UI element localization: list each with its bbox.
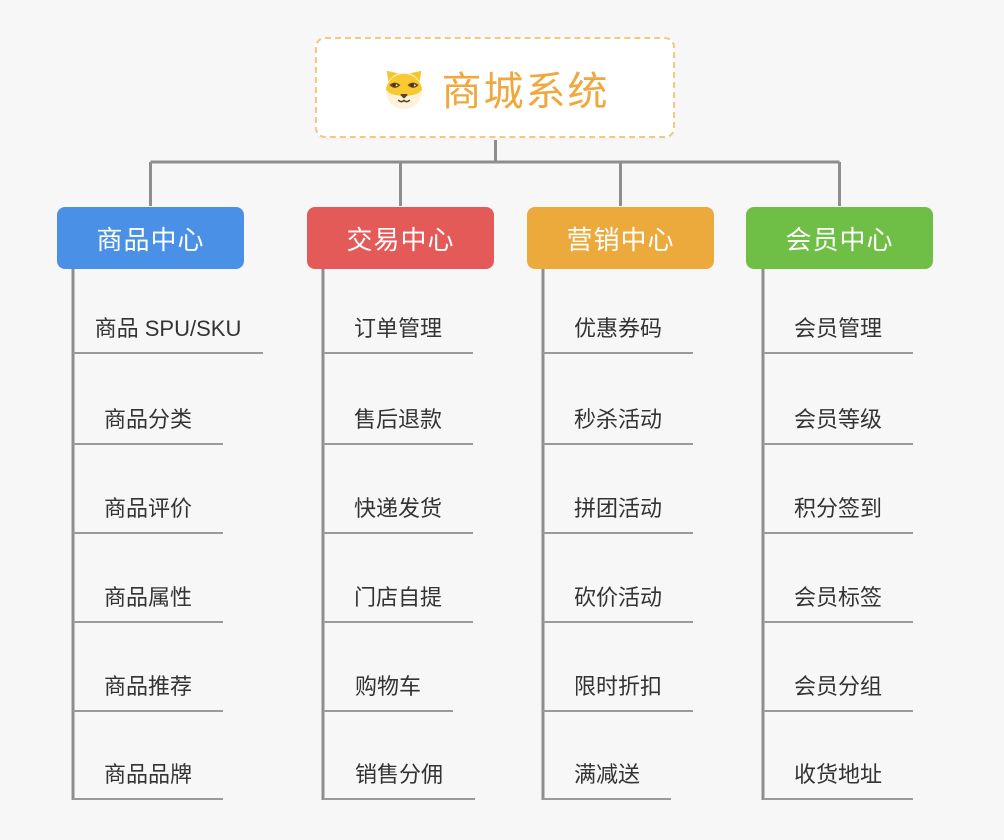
leaf-node[interactable]: 商品属性 — [73, 579, 223, 623]
leaf-node[interactable]: 商品分类 — [73, 401, 223, 445]
leaf-node[interactable]: 销售分佣 — [323, 756, 475, 800]
leaf-node[interactable]: 限时折扣 — [543, 668, 693, 712]
leaf-node[interactable]: 订单管理 — [323, 310, 473, 354]
leaf-node[interactable]: 会员分组 — [763, 668, 913, 712]
leaf-node[interactable]: 售后退款 — [323, 401, 473, 445]
branch-product-center[interactable]: 商品中心 — [57, 207, 244, 269]
leaf-node[interactable]: 满减送 — [543, 756, 671, 800]
leaf-node[interactable]: 购物车 — [323, 668, 453, 712]
leaf-node[interactable]: 商品评价 — [73, 490, 223, 534]
leaf-node[interactable]: 拼团活动 — [543, 490, 693, 534]
root-node-mall-system[interactable]: 商城系统 — [315, 37, 675, 138]
leaf-node[interactable]: 会员管理 — [763, 310, 913, 354]
leaf-node[interactable]: 商品 SPU/SKU — [73, 310, 263, 354]
leaf-node[interactable]: 商品推荐 — [73, 668, 223, 712]
leaf-node[interactable]: 积分签到 — [763, 490, 913, 534]
branch-marketing-center[interactable]: 营销中心 — [527, 207, 714, 269]
root-title: 商城系统 — [441, 69, 610, 114]
shiba-dog-icon — [381, 65, 427, 111]
leaf-node[interactable]: 秒杀活动 — [543, 401, 693, 445]
leaf-node[interactable]: 优惠券码 — [543, 310, 693, 354]
leaf-node[interactable]: 收货地址 — [763, 756, 913, 800]
leaf-node[interactable]: 砍价活动 — [543, 579, 693, 623]
leaf-node[interactable]: 会员等级 — [763, 401, 913, 445]
branch-trade-center[interactable]: 交易中心 — [307, 207, 494, 269]
leaf-node[interactable]: 快递发货 — [323, 490, 473, 534]
leaf-node[interactable]: 会员标签 — [763, 579, 913, 623]
leaf-node[interactable]: 门店自提 — [323, 579, 473, 623]
branch-member-center[interactable]: 会员中心 — [746, 207, 933, 269]
leaf-node[interactable]: 商品品牌 — [73, 756, 223, 800]
